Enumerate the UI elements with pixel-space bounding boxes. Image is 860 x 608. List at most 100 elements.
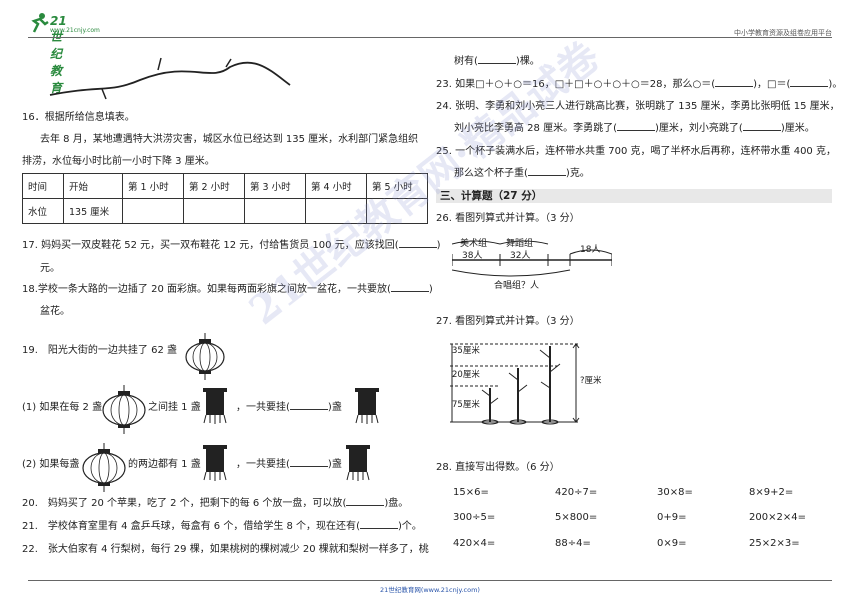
mental-math-grid: 15×6= 420÷7= 30×8= 8×9+2= 300÷5= 5×800= … (452, 480, 830, 556)
calc-item[interactable]: 8×9+2= (749, 486, 794, 498)
answer-blank[interactable] (790, 86, 829, 87)
table-row: 时间 开始 第 1 小时 第 2 小时 第 3 小时 第 4 小时 第 5 小时 (22, 173, 428, 199)
answer-blank[interactable] (742, 130, 781, 131)
art-group-count: 38人 (462, 251, 483, 261)
rope-curve-figure (49, 57, 291, 100)
q28: 28. 直接写出得数。（6 分） (436, 462, 560, 473)
calc-item[interactable]: 5×800= (555, 511, 598, 523)
palace-lantern-icon (355, 388, 379, 424)
q20: 20. 妈妈买了 20 个苹果，吃了 2 个，把剩下的每 6 个放一盘，可以放(… (22, 498, 409, 509)
table-row: 水位 135 厘米 (22, 198, 428, 224)
q19-1-text: (1) 如果在每 2 盏 (22, 402, 103, 413)
calc-item[interactable]: 420÷7= (555, 486, 598, 498)
table-cell: 135 厘米 (63, 198, 123, 224)
answer-blank[interactable] (398, 247, 437, 248)
q19-1-unit: 盏 (331, 402, 342, 413)
q22-cont: 树有()棵。 (454, 56, 540, 67)
q19-2-unit: 盏 (331, 459, 342, 470)
q21: 21. 学校体育室里有 4 盒乒乓球，每盒有 6 个，借给学生 8 个，现在还有… (22, 521, 422, 532)
q24-line2: 刘小亮比李勇高 28 厘米。李勇跳了()厘米，刘小亮跳了()厘米。 (454, 123, 815, 134)
q25-unit: 克。 (569, 168, 590, 179)
q19-2-text: (2) 如果每盏 (22, 459, 80, 470)
q19-part1: (1) 如果在每 2 盏 (22, 402, 102, 414)
answer-blank[interactable] (477, 63, 516, 64)
calc-item[interactable]: 200×2×4= (749, 511, 806, 523)
answer-blank[interactable] (390, 291, 429, 292)
height-label-20: 20厘米 (452, 370, 480, 380)
q19-2-sides: 的两边都有 1 盏 (128, 459, 201, 470)
calc-item[interactable]: 30×8= (657, 486, 693, 498)
footer-rule (28, 580, 832, 581)
q25-line1: 25. 一个杯子装满水后，连杯带水共重 700 克，喝了半杯水后再称，连杯带水重… (436, 146, 836, 157)
table-cell: 时间 (22, 173, 64, 199)
calc-item[interactable]: 300÷5= (453, 511, 496, 523)
q16-paragraph-2: 排涝，水位每小时比前一小时下降 3 厘米。 (22, 156, 215, 167)
q18-end: 盆花。 (40, 306, 70, 317)
answer-cell[interactable] (305, 198, 367, 224)
q19-2-total: ，一共要挂()盏 (236, 459, 342, 470)
q22-cont-text: 树有 (454, 56, 474, 67)
header-right-text: 中小学教育资源及组卷应用平台 (734, 29, 832, 37)
palace-lantern-icon (203, 445, 227, 481)
answer-blank[interactable] (346, 505, 385, 506)
calc-item[interactable]: 420×4= (453, 537, 496, 549)
calc-item[interactable]: 0+9= (657, 511, 687, 523)
q27: 27. 看图列算式并计算。（3 分） (436, 316, 580, 327)
q18: 18.学校一条大路的一边插了 20 面彩旗。如果每两面彩旗之间放一盆花，一共要放… (22, 284, 433, 295)
q23-mid: ，□＝ (757, 79, 787, 90)
water-level-table: 时间 开始 第 1 小时 第 2 小时 第 3 小时 第 4 小时 第 5 小时… (22, 173, 428, 224)
palace-lantern-icon (203, 388, 227, 424)
answer-blank[interactable] (617, 130, 655, 131)
total-height-label: ?厘米 (580, 376, 602, 386)
answer-cell[interactable] (244, 198, 306, 224)
calc-item[interactable]: 25×2×3= (749, 537, 800, 549)
red-lantern-icon (82, 443, 126, 492)
answer-blank[interactable] (289, 409, 328, 410)
palace-lantern-icon (346, 445, 370, 481)
q26-segment-diagram: 美术组 38人 舞蹈组 32人 18人 合唱组？人 (452, 232, 612, 291)
section-heading: 三、计算题（27 分） (436, 189, 832, 203)
table-cell: 开始 (63, 173, 123, 199)
header-rule (28, 37, 832, 38)
q20-text: 20. 妈妈买了 20 个苹果，吃了 2 个，把剩下的每 6 个放一盘，可以放 (22, 498, 343, 509)
calc-row: 420×4= 88÷4= 0×9= 25×2×3= (452, 530, 830, 556)
answer-blank[interactable] (289, 466, 328, 467)
q21-text: 21. 学校体育室里有 4 盒乒乓球，每盒有 6 个，借给学生 8 个，现在还有 (22, 521, 357, 532)
q24-unit: 厘米。 (784, 123, 815, 134)
q23-end: 。 (832, 79, 843, 90)
table-cell: 第 3 小时 (244, 173, 306, 199)
red-lantern-icon (102, 385, 146, 434)
q24-line1: 24. 张明、李勇和刘小亮三人进行跳高比赛，张明跳了 135 厘米，李勇比张明低… (436, 101, 840, 112)
answer-blank[interactable] (359, 528, 398, 529)
choir-group-label: 合唱组？人 (494, 281, 540, 291)
q19-1-total: ，一共要挂()盏 (236, 402, 342, 413)
footer-text: 21世纪教育网(www.21cnjy.com) (380, 586, 480, 594)
height-label-35: 35厘米 (452, 346, 480, 356)
answer-cell[interactable] (122, 198, 184, 224)
answer-blank[interactable] (715, 86, 754, 87)
calc-item[interactable]: 0×9= (657, 537, 687, 549)
q26: 26. 看图列算式并计算。（3 分） (436, 213, 580, 224)
q19-1-text-b: ，一共要挂 (236, 402, 286, 413)
answer-cell[interactable] (183, 198, 245, 224)
art-group-label: 美术组 (460, 239, 488, 249)
q22-unit: 棵。 (519, 56, 540, 67)
table-cell: 第 1 小时 (122, 173, 184, 199)
answer-cell[interactable] (366, 198, 428, 224)
answer-blank[interactable] (527, 175, 566, 176)
header-logo: 21世纪教育 www.21cnjy.com (28, 12, 100, 95)
table-cell: 水位 (22, 198, 64, 224)
q25-text: 那么这个杯子重 (454, 168, 524, 179)
calc-item[interactable]: 88÷4= (555, 537, 591, 549)
table-cell: 第 4 小时 (305, 173, 367, 199)
calc-item[interactable]: 15×6= (453, 486, 489, 498)
dance-group-label: 舞蹈组 (506, 239, 534, 249)
q25-line2: 那么这个杯子重()克。 (454, 168, 590, 179)
q23-text: 23. 如果□＋○＋○＝16，□＋□＋○＋○＋○＝28，那么○＝ (436, 79, 712, 90)
q21-unit: 个。 (401, 521, 422, 532)
q17-text: 17. 妈妈买一双皮鞋花 52 元，买一双布鞋花 12 元，付给售货员 100 … (22, 240, 395, 251)
q18-text: 18.学校一条大路的一边插了 20 面彩旗。如果每两面彩旗之间放一盆花，一共要放 (22, 284, 387, 295)
height-label-75: 75厘米 (452, 400, 480, 410)
q19-part2: (2) 如果每盏 (22, 459, 79, 471)
q19-1-between: 之间挂 1 盏 (148, 402, 201, 413)
